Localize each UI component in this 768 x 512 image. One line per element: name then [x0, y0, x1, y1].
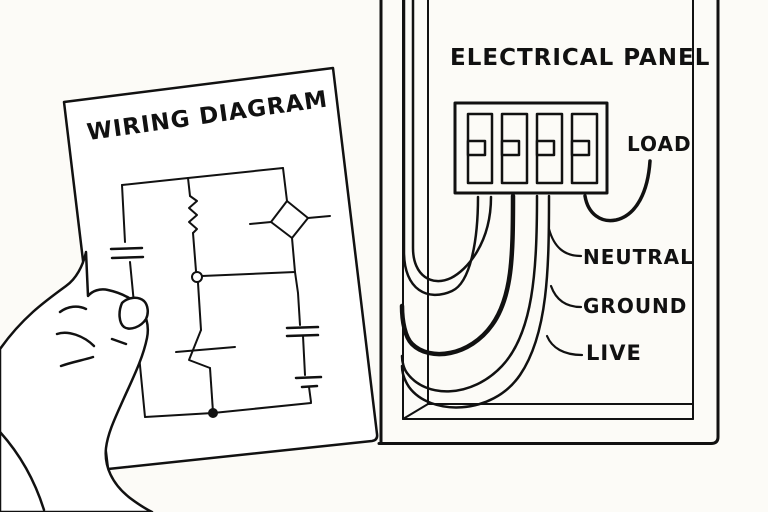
switch-diagonal — [188, 329, 211, 369]
left-branch-top — [121, 184, 126, 243]
wire-arc-b — [400, 194, 551, 409]
live-label: LIVE — [586, 341, 642, 365]
hand-art — [0, 250, 154, 512]
panel-title: ELECTRICAL PANEL — [450, 45, 711, 71]
neutral-label: NEUTRAL — [583, 245, 694, 269]
cap2-plate-top — [285, 325, 320, 330]
ground-leader — [549, 284, 583, 309]
circuit-right-drop — [282, 167, 288, 202]
finger-fold-3 — [59, 355, 95, 368]
right-branch-mid — [302, 335, 306, 376]
circuit-schematic — [109, 167, 331, 418]
finger-fold-1 — [58, 305, 88, 314]
paper-sheet — [62, 66, 379, 471]
junction-wire — [201, 271, 296, 277]
breaker-2-toggle — [500, 139, 521, 157]
breaker-1-toggle — [466, 139, 487, 157]
wire-loop-inner — [411, 0, 493, 283]
cell-plate-long — [294, 375, 323, 380]
finger-fold-2 — [55, 331, 96, 348]
diamond-to-junction — [291, 237, 296, 273]
wire-arc-a — [400, 194, 539, 393]
load-label: LOAD — [627, 132, 692, 156]
ground-label: GROUND — [583, 294, 688, 318]
panel-wires — [399, 0, 652, 409]
hand-outline — [0, 250, 154, 512]
diamond-lead-left — [249, 221, 272, 225]
right-branch-top — [294, 271, 301, 326]
load-leader — [583, 159, 652, 223]
panel-outer-right-bottom — [377, 0, 720, 445]
panel-frame — [377, 0, 720, 445]
node-circle — [191, 271, 203, 283]
wrist-line — [0, 430, 46, 512]
thumb-crease — [110, 337, 128, 346]
switch-lead-bottom — [209, 367, 214, 413]
cap1-plate-top — [109, 246, 144, 251]
paper-art — [62, 66, 379, 471]
resistor-zigzag — [188, 195, 198, 234]
breaker-block — [453, 101, 609, 195]
electrical-panel-art — [377, 0, 720, 445]
cap1-plate-bottom — [110, 255, 145, 260]
live-leader — [545, 334, 584, 357]
diamond-lead-right — [307, 215, 331, 219]
resistor-lead-bottom — [192, 232, 197, 272]
panel-corner-bevel — [402, 403, 429, 420]
thumb-nail — [118, 296, 149, 330]
neutral-leader — [547, 227, 583, 258]
switch-bar — [175, 346, 236, 353]
right-branch-bottom — [308, 386, 312, 403]
breaker-3-toggle — [535, 139, 556, 157]
switch-lead-top — [197, 282, 202, 331]
wire-bold — [399, 193, 516, 357]
resistor-lead-top — [187, 177, 191, 197]
wire-loop-outer — [402, 0, 480, 297]
breaker-4-toggle — [570, 139, 591, 157]
